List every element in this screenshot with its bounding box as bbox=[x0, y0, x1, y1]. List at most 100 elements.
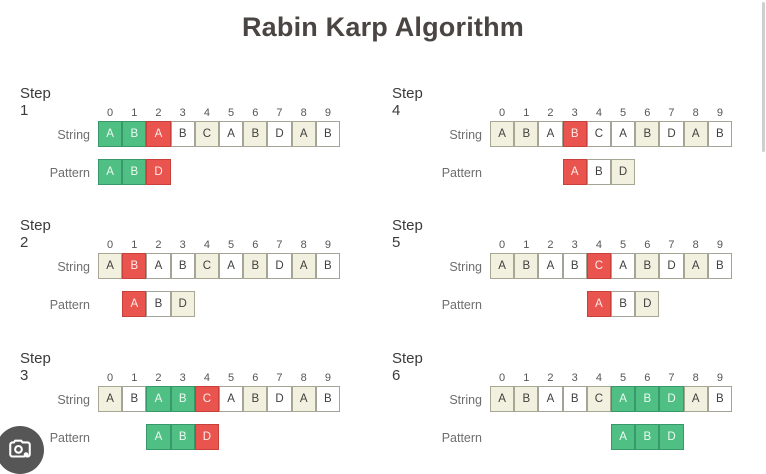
string-cell[interactable]: B bbox=[707, 386, 732, 412]
string-cell[interactable]: A bbox=[219, 121, 244, 147]
string-cell[interactable]: D bbox=[267, 386, 292, 412]
string-cell[interactable]: C bbox=[586, 386, 611, 412]
string-cell[interactable]: A bbox=[146, 386, 171, 412]
pattern-cell[interactable]: A bbox=[586, 291, 611, 317]
pattern-cell[interactable]: D bbox=[610, 159, 636, 185]
index-label: 1 bbox=[131, 239, 138, 251]
string-cell[interactable]: B bbox=[562, 253, 587, 279]
string-cell[interactable]: A bbox=[291, 386, 316, 412]
step-title: Step 1 bbox=[20, 85, 51, 119]
string-cell[interactable]: B bbox=[514, 386, 539, 412]
index-label: 4 bbox=[203, 107, 210, 119]
pattern-cell[interactable]: D bbox=[635, 291, 660, 317]
string-cell[interactable]: B bbox=[635, 121, 660, 147]
string-cell[interactable]: A bbox=[490, 121, 515, 147]
index-label: 4 bbox=[203, 372, 210, 384]
page-scrollbar[interactable] bbox=[761, 0, 766, 466]
string-cell[interactable]: A bbox=[291, 253, 316, 279]
index-label: 1 bbox=[131, 372, 138, 384]
pattern-cell[interactable]: D bbox=[170, 291, 195, 317]
string-cell[interactable]: B bbox=[514, 121, 539, 147]
string-cell[interactable]: A bbox=[98, 253, 123, 279]
string-cell[interactable]: A bbox=[538, 253, 563, 279]
pattern-cell[interactable]: A bbox=[562, 159, 587, 185]
string-cell[interactable]: A bbox=[291, 121, 316, 147]
string-cell[interactable]: A bbox=[219, 386, 244, 412]
string-cell[interactable]: B bbox=[122, 386, 147, 412]
string-cell[interactable]: B bbox=[243, 253, 268, 279]
string-cell[interactable]: B bbox=[170, 121, 195, 147]
index-label: 8 bbox=[692, 107, 699, 119]
string-cell[interactable]: B bbox=[122, 253, 147, 279]
index-label: 5 bbox=[620, 107, 627, 119]
pattern-cell[interactable]: B bbox=[146, 291, 171, 317]
pattern-cell[interactable]: A bbox=[611, 424, 636, 450]
string-cell[interactable]: A bbox=[538, 386, 563, 412]
string-cell[interactable]: A bbox=[683, 386, 708, 412]
string-cell[interactable]: A bbox=[538, 121, 563, 147]
index-label: 6 bbox=[644, 372, 651, 384]
string-cell[interactable]: B bbox=[562, 386, 587, 412]
string-cell[interactable]: B bbox=[707, 121, 732, 147]
string-cell[interactable]: A bbox=[490, 253, 515, 279]
string-cell[interactable]: A bbox=[611, 386, 636, 412]
string-cell[interactable]: B bbox=[635, 386, 660, 412]
string-cell[interactable]: C bbox=[194, 121, 219, 147]
google-lens-button[interactable] bbox=[0, 426, 44, 474]
string-cell[interactable]: D bbox=[659, 121, 684, 147]
pattern-cell[interactable]: A bbox=[146, 424, 171, 450]
string-cell[interactable]: C bbox=[194, 253, 219, 279]
string-cell[interactable]: D bbox=[659, 386, 684, 412]
pattern-cell[interactable]: B bbox=[170, 424, 195, 450]
string-cell[interactable]: B bbox=[315, 121, 340, 147]
string-cell[interactable]: A bbox=[219, 253, 244, 279]
string-cell[interactable]: D bbox=[659, 253, 684, 279]
string-cell[interactable]: A bbox=[683, 121, 708, 147]
pattern-cell[interactable]: B bbox=[635, 424, 660, 450]
index-label: 4 bbox=[595, 107, 602, 119]
string-cell[interactable]: A bbox=[146, 121, 171, 147]
string-cell[interactable]: A bbox=[146, 253, 171, 279]
pattern-cell[interactable]: B bbox=[122, 159, 147, 185]
string-cell[interactable]: B bbox=[635, 253, 660, 279]
string-cell[interactable]: A bbox=[490, 386, 515, 412]
string-cell[interactable]: D bbox=[267, 121, 292, 147]
pattern-cell[interactable]: D bbox=[194, 424, 219, 450]
string-cell[interactable]: B bbox=[315, 386, 340, 412]
string-cell[interactable]: A bbox=[98, 121, 123, 147]
index-label: 7 bbox=[668, 372, 675, 384]
index-label: 0 bbox=[499, 372, 506, 384]
string-cell[interactable]: B bbox=[122, 121, 147, 147]
string-cell[interactable]: A bbox=[98, 386, 123, 412]
string-cell[interactable]: B bbox=[315, 253, 340, 279]
index-label: 0 bbox=[499, 107, 506, 119]
string-cell[interactable]: B bbox=[562, 121, 587, 147]
string-cell[interactable]: C bbox=[194, 386, 219, 412]
string-cell[interactable]: B bbox=[707, 253, 732, 279]
index-label: 9 bbox=[324, 372, 331, 384]
string-cell[interactable]: D bbox=[267, 253, 292, 279]
string-cell[interactable]: B bbox=[243, 121, 268, 147]
string-cell[interactable]: B bbox=[514, 253, 539, 279]
string-cell[interactable]: B bbox=[170, 386, 195, 412]
index-label: 2 bbox=[547, 239, 554, 251]
string-cell[interactable]: B bbox=[243, 386, 268, 412]
pattern-cell[interactable]: B bbox=[586, 159, 611, 185]
scrollbar-thumb[interactable] bbox=[762, 2, 765, 152]
string-cell[interactable]: A bbox=[611, 121, 636, 147]
pattern-cell[interactable]: D bbox=[659, 424, 684, 450]
index-label: 6 bbox=[252, 107, 259, 119]
index-label: 9 bbox=[324, 107, 331, 119]
pattern-cell[interactable]: A bbox=[122, 291, 147, 317]
string-cell[interactable]: A bbox=[683, 253, 708, 279]
string-cell[interactable]: A bbox=[611, 253, 636, 279]
string-cell[interactable]: C bbox=[586, 121, 611, 147]
index-label: 3 bbox=[179, 239, 186, 251]
pattern-cell[interactable]: B bbox=[610, 291, 636, 317]
pattern-cell[interactable]: A bbox=[98, 159, 123, 185]
string-cell[interactable]: B bbox=[170, 253, 195, 279]
index-label: 9 bbox=[324, 239, 331, 251]
pattern-cell[interactable]: D bbox=[146, 159, 171, 185]
pattern-row-label: Pattern bbox=[49, 166, 90, 180]
string-cell[interactable]: C bbox=[586, 253, 611, 279]
